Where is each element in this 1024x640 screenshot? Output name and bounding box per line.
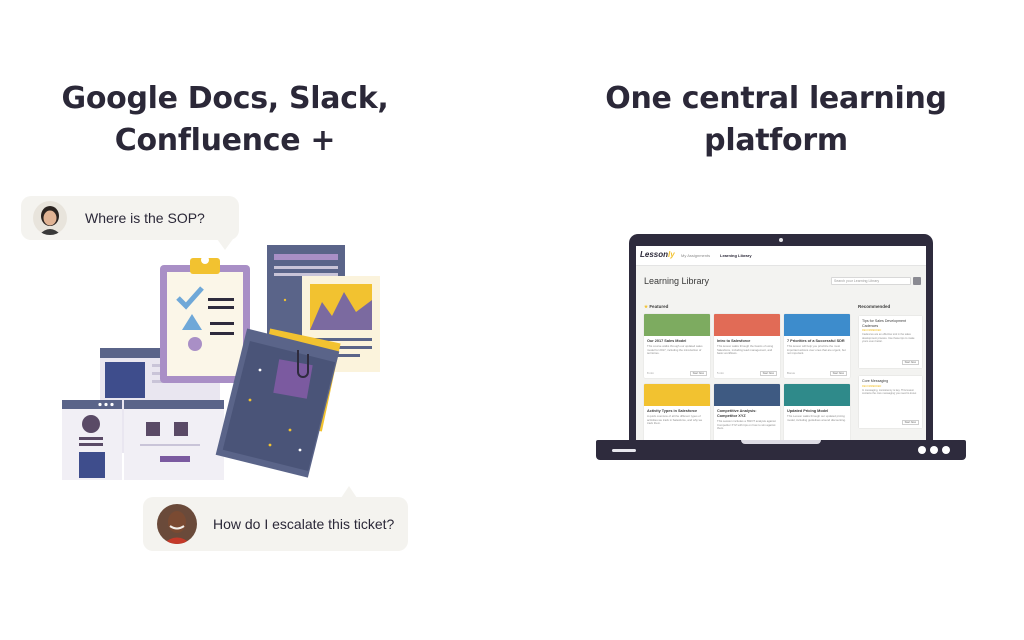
course-thumbnail bbox=[644, 384, 710, 406]
course-thumbnail bbox=[644, 314, 710, 336]
library-search-input[interactable]: Search your Learning Library bbox=[831, 277, 911, 285]
right-heading: One central learning platform bbox=[596, 78, 956, 162]
chat-bubble-sop-text: Where is the SOP? bbox=[85, 210, 205, 226]
nav-learning-library[interactable]: Learning Library bbox=[720, 253, 752, 258]
left-heading-line2: Confluence + bbox=[114, 123, 336, 158]
course-description: This Lesson walks through our updated pr… bbox=[787, 414, 846, 422]
laptop-mockup: Lessonly My Assignments Learning Library… bbox=[596, 234, 966, 462]
course-thumbnail bbox=[714, 384, 780, 406]
laptop-indicator-dot bbox=[942, 446, 950, 454]
woman-avatar bbox=[33, 201, 67, 235]
course-duration: 8 min bbox=[647, 371, 654, 375]
course-duration: Bonus bbox=[787, 371, 795, 375]
app-logo[interactable]: Lessonly bbox=[640, 250, 675, 259]
checkmark-icon bbox=[176, 286, 204, 310]
recommended-description: In messaging, consistency is key. This l… bbox=[862, 388, 917, 395]
course-duration: 5 min bbox=[717, 371, 724, 375]
start-recommended-button[interactable]: Start Now bbox=[901, 360, 919, 365]
man-avatar bbox=[157, 504, 197, 544]
course-title: Updated Pricing Model bbox=[787, 409, 829, 413]
laptop-indicator-dot bbox=[918, 446, 926, 454]
recommended-tag: RECOMMENDED bbox=[862, 384, 882, 388]
featured-section-label: ★ Featured bbox=[644, 304, 669, 309]
start-course-button[interactable]: Start Now bbox=[759, 371, 777, 376]
laptop-screen-bezel: Lessonly My Assignments Learning Library… bbox=[629, 234, 933, 442]
course-thumbnail bbox=[784, 384, 850, 406]
dashboard-card-graphic bbox=[124, 400, 224, 480]
course-title: Our 2017 Sales Model bbox=[647, 339, 687, 343]
start-course-button[interactable]: Start Now bbox=[689, 371, 707, 376]
scattered-documents-illustration bbox=[62, 245, 380, 480]
app-navbar: Lessonly My Assignments Learning Library bbox=[636, 246, 926, 266]
chat-bubble-escalate-text: How do I escalate this ticket? bbox=[213, 516, 395, 532]
start-recommended-button[interactable]: Start Now bbox=[901, 420, 919, 425]
app-page-title: Learning Library bbox=[644, 276, 710, 286]
laptop-base bbox=[596, 440, 966, 460]
start-course-button[interactable]: Start Now bbox=[829, 371, 847, 376]
search-button[interactable] bbox=[913, 277, 921, 285]
left-heading: Google Docs, Slack, Confluence + bbox=[45, 78, 405, 162]
recommended-title: Tips for Sales Development Cadences bbox=[862, 319, 907, 328]
course-description: A quick overview of all the different ty… bbox=[647, 414, 703, 426]
recommended-section-label: Recommended bbox=[858, 304, 891, 309]
recommended-description: Cadences are an effective tool in the sa… bbox=[862, 333, 915, 343]
laptop-indicator-dot bbox=[930, 446, 938, 454]
recommended-title: Core Messaging bbox=[862, 379, 889, 383]
course-description: This course walks through our updated sa… bbox=[647, 344, 703, 356]
recommended-tag: RECOMMENDED bbox=[862, 329, 882, 333]
folder-icon bbox=[215, 328, 341, 478]
right-heading-line2: platform bbox=[704, 123, 848, 158]
clipboard-icon bbox=[160, 256, 250, 383]
nav-my-assignments[interactable]: My Assignments bbox=[681, 253, 711, 258]
course-title: Competitive Analysis: Competitor XYZ bbox=[717, 409, 757, 418]
left-heading-line1: Google Docs, Slack, bbox=[61, 81, 389, 116]
course-title: 7 Priorities of a Successful SDR bbox=[787, 339, 845, 343]
laptop-screen: Lessonly My Assignments Learning Library… bbox=[636, 246, 926, 442]
course-description: This lesson will help you prioritize the… bbox=[787, 344, 846, 356]
right-heading-line1: One central learning bbox=[605, 81, 947, 116]
paperclip-icon bbox=[297, 350, 309, 378]
course-description: This session includes a SWOT analysis ag… bbox=[717, 419, 776, 431]
course-thumbnail bbox=[714, 314, 780, 336]
course-title: Intro to Salesforce bbox=[717, 339, 751, 343]
laptop-notch bbox=[741, 440, 821, 444]
profile-card-graphic bbox=[62, 400, 122, 480]
chat-bubble-escalate: How do I escalate this ticket? bbox=[143, 486, 408, 551]
chat-bubble-sop: Where is the SOP? bbox=[21, 196, 239, 250]
course-description: This lesson walks through the basics of … bbox=[717, 344, 774, 356]
laptop-slot bbox=[612, 449, 636, 452]
camera-dot bbox=[779, 238, 783, 242]
course-thumbnail bbox=[784, 314, 850, 336]
course-title: Activity Types in Salesforce bbox=[647, 409, 698, 413]
